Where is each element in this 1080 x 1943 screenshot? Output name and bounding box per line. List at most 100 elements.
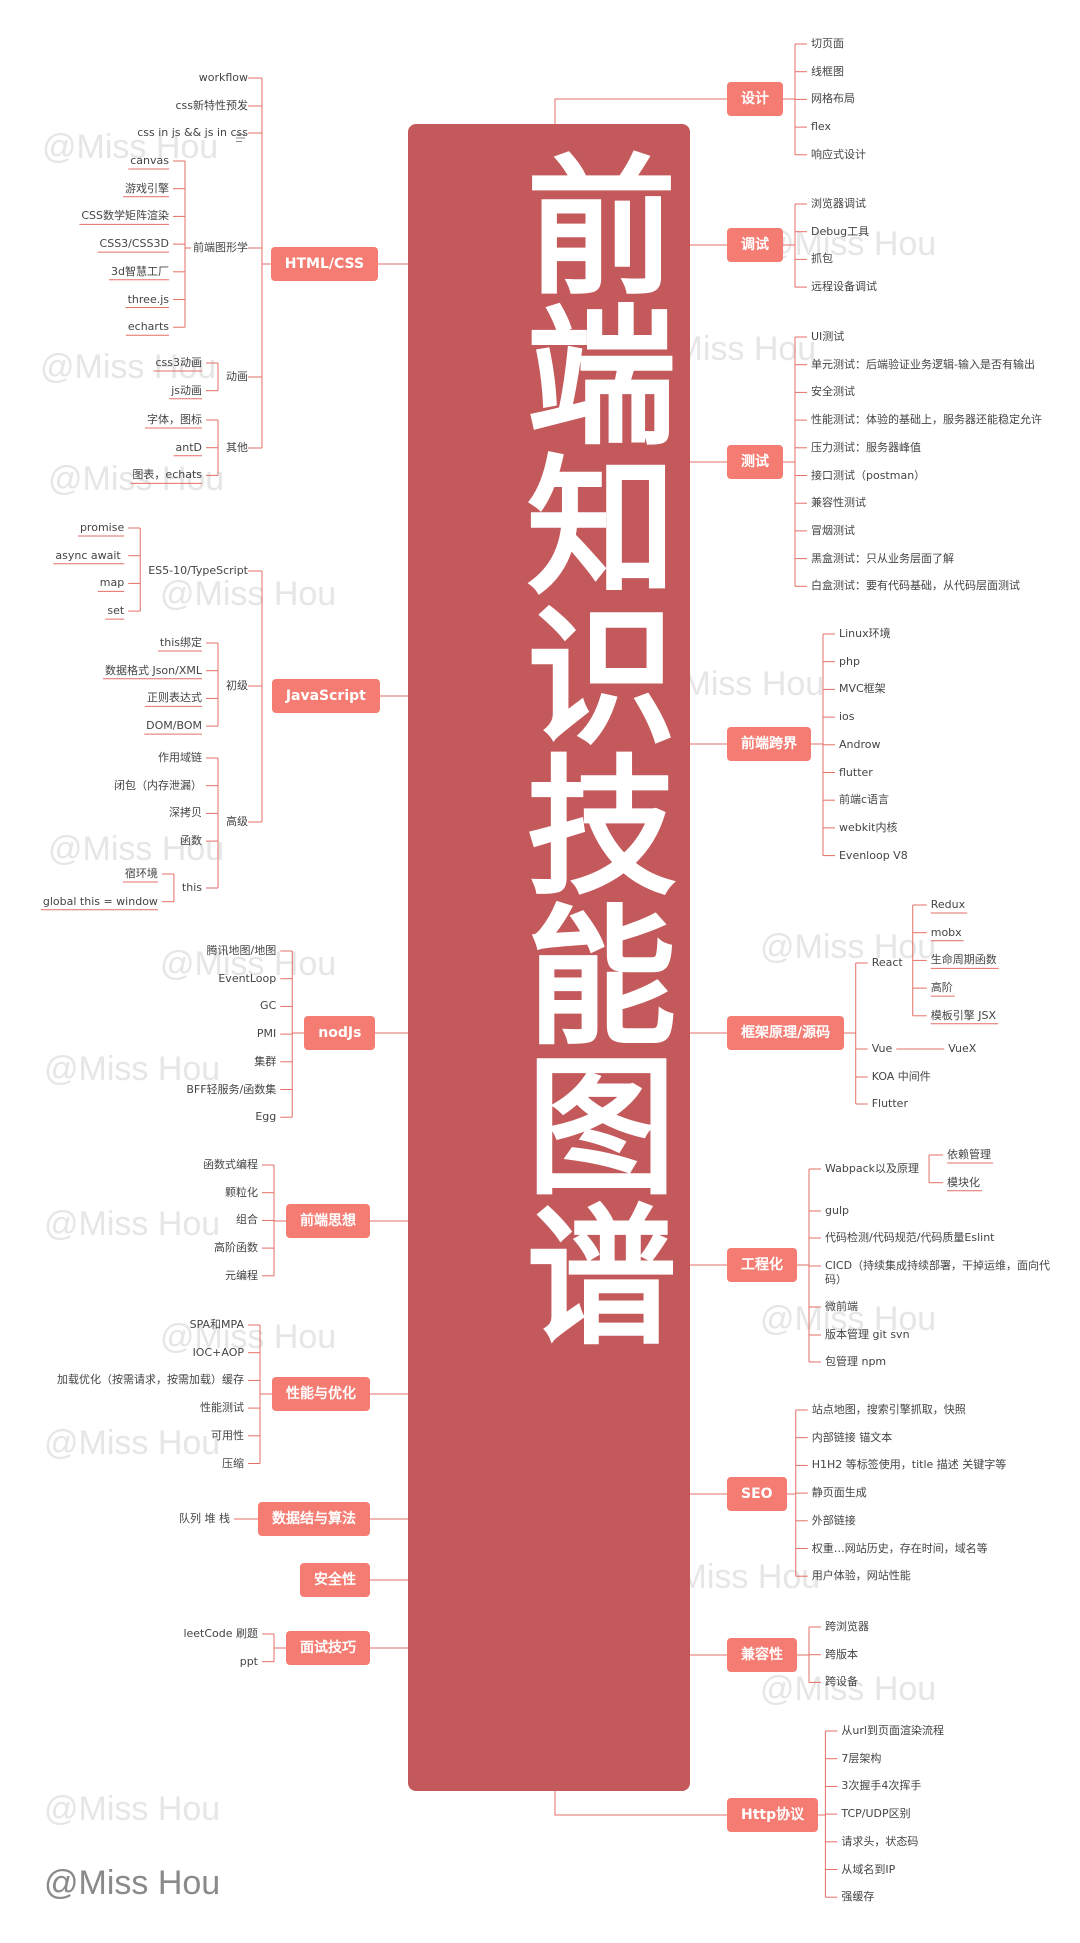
leaf-node[interactable]: canvas [130,154,169,167]
leaf-node[interactable]: flex [810,120,831,134]
leaf-node[interactable]: 黑盒测试：只从业务层面了解 [810,551,954,565]
branch-node[interactable]: Http协议 [727,1798,819,1832]
leaf-node[interactable]: css新特性预发 [175,99,248,112]
leaf-node[interactable]: Evenloop V8 [838,848,908,862]
leaf-node[interactable]: webkit内核 [838,820,898,834]
leaf-node[interactable]: js动画 [171,383,202,397]
leaf-node[interactable]: 数据格式 Json/XML [104,663,202,677]
leaf-node[interactable]: 接口测试（postman） [810,468,926,482]
leaf-node[interactable]: 函数 [180,834,202,848]
branch-node[interactable]: 性能与优化 [272,1377,370,1411]
leaf-node[interactable]: KOA 中间件 [871,1070,931,1083]
leaf-node[interactable]: 远程设备调试 [810,280,877,294]
leaf-node[interactable]: antD [175,440,203,454]
leaf-node[interactable]: 性能测试 [200,1401,244,1415]
leaf-node[interactable]: global this = window [42,894,158,908]
leaf-node[interactable]: Flutter [871,1097,908,1110]
leaf-node[interactable]: 兼容性测试 [810,496,866,510]
leaf-node[interactable]: this绑定 [159,636,202,649]
leaf-node[interactable]: leetCode 刷题 [183,1627,258,1640]
leaf-node[interactable]: 7层架构 [841,1751,882,1765]
leaf-node[interactable]: Vue [871,1042,893,1055]
leaf-node[interactable]: Egg [255,1110,277,1124]
leaf-node[interactable]: 包管理 npm [824,1355,887,1368]
leaf-node[interactable]: 模板引擎 JSX [930,1008,996,1022]
leaf-node[interactable]: 压力测试：服务器峰值 [810,440,921,454]
leaf-node[interactable]: 响应式设计 [810,147,866,161]
leaf-node[interactable]: UI测试 [810,330,845,343]
leaf-node[interactable]: CSS3/CSS3D [99,237,169,251]
branch-node[interactable]: 兼容性 [727,1638,797,1672]
branch-node[interactable]: 数据结与算法 [258,1502,370,1536]
leaf-node[interactable]: 颗粒化 [225,1185,258,1199]
leaf-node[interactable]: 浏览器调试 [810,197,866,210]
leaf-node[interactable]: 从url到页面渲染流程 [841,1724,944,1737]
branch-node[interactable]: 面试技巧 [286,1631,370,1665]
leaf-node[interactable]: mobx [930,925,962,939]
leaf-node[interactable]: 权重…网站历史，存在时间，域名等 [811,1541,988,1555]
branch-node[interactable]: 安全性 [300,1563,370,1597]
leaf-node[interactable]: TCP/UDP区别 [841,1807,911,1821]
leaf-node[interactable]: 冒烟测试 [810,523,855,537]
leaf-node[interactable]: 其他 [226,441,248,454]
leaf-node[interactable]: 深拷贝 [169,806,202,820]
leaf-node[interactable]: BFF轻服务/函数集 [186,1082,277,1096]
branch-node[interactable]: SEO [727,1477,787,1511]
leaf-node[interactable]: 前端图形学 [193,241,248,254]
leaf-node[interactable]: EventLoop [218,971,277,985]
leaf-node[interactable]: 跨版本 [824,1647,858,1661]
leaf-node[interactable]: 函数式编程 [203,1158,258,1171]
leaf-node[interactable]: H1H2 等标签使用，title 描述 关键字等 [811,1458,1007,1472]
leaf-node[interactable]: 依赖管理 [947,1148,992,1161]
branch-node[interactable]: JavaScript [271,679,380,713]
branch-node[interactable]: 前端跨界 [727,727,811,761]
leaf-node[interactable]: 跨设备 [824,1675,858,1689]
leaf-node[interactable]: 高阶函数 [214,1241,258,1255]
leaf-node[interactable]: CICD（持续集成持续部署，干掉运维，面向代码） [824,1259,1051,1286]
leaf-node[interactable]: ppt [239,1654,258,1668]
leaf-node[interactable]: Redux [930,898,966,911]
leaf-node[interactable]: 白盒测试：要有代码基础，从代码层面测试 [810,579,1020,593]
leaf-node[interactable]: 组合 [236,1213,258,1227]
leaf-node[interactable]: echarts [127,320,169,334]
leaf-node[interactable]: SPA和MPA [189,1318,244,1331]
leaf-node[interactable]: IOC+AOP [192,1345,244,1359]
leaf-node[interactable]: 站点地图，搜索引擎抓取，快照 [811,1403,966,1416]
leaf-node[interactable]: PMI [256,1027,277,1041]
leaf-node[interactable]: 集群 [254,1054,277,1068]
leaf-node[interactable]: 抓包 [810,252,833,266]
leaf-node[interactable]: async await [55,548,121,562]
leaf-node[interactable]: 切页面 [810,37,844,50]
leaf-node[interactable]: DOM/BOM [146,719,202,733]
leaf-node[interactable]: 前端c语言 [838,793,890,807]
leaf-node[interactable]: 用户体验，网站性能 [811,1569,911,1583]
leaf-node[interactable]: 请求头，状态码 [841,1834,919,1848]
leaf-node[interactable]: MVC框架 [838,682,886,696]
branch-node[interactable]: 框架原理/源码 [727,1016,845,1050]
leaf-node[interactable]: 性能测试：体验的基础上，服务器还能稳定允许 [810,413,1042,427]
leaf-node[interactable]: VueX [948,1042,977,1055]
leaf-node[interactable]: GC [260,999,277,1013]
branch-node[interactable]: HTML/CSS [270,247,379,281]
leaf-node[interactable]: Linux环境 [838,627,891,640]
notes-icon[interactable] [236,128,245,142]
leaf-node[interactable]: 网格布局 [810,92,855,106]
leaf-node[interactable]: 外部链接 [811,1513,856,1527]
leaf-node[interactable]: 初级 [226,679,248,692]
leaf-node[interactable]: 元编程 [225,1268,258,1282]
leaf-node[interactable]: 作用域链 [158,751,202,764]
leaf-node[interactable]: ES5-10/TypeScript [148,564,248,577]
leaf-node[interactable]: CSS数学矩阵渲染 [81,209,169,223]
leaf-node[interactable]: php [838,654,860,668]
leaf-node[interactable]: 压缩 [222,1456,244,1470]
leaf-node[interactable]: 3d智慧工厂 [111,264,169,278]
leaf-node[interactable]: Debug工具 [810,224,870,238]
leaf-node[interactable]: 动画 [226,370,248,383]
leaf-node[interactable]: 单元测试：后端验证业务逻辑-输入是否有输出 [810,357,1035,371]
leaf-node[interactable]: set [107,604,125,618]
leaf-node[interactable]: 版本管理 git svn [824,1328,910,1341]
leaf-node[interactable]: 可用性 [211,1428,244,1442]
branch-node[interactable]: 调试 [727,228,783,262]
leaf-node[interactable]: 静页面生成 [811,1486,867,1500]
branch-node[interactable]: nodJs [304,1016,376,1050]
